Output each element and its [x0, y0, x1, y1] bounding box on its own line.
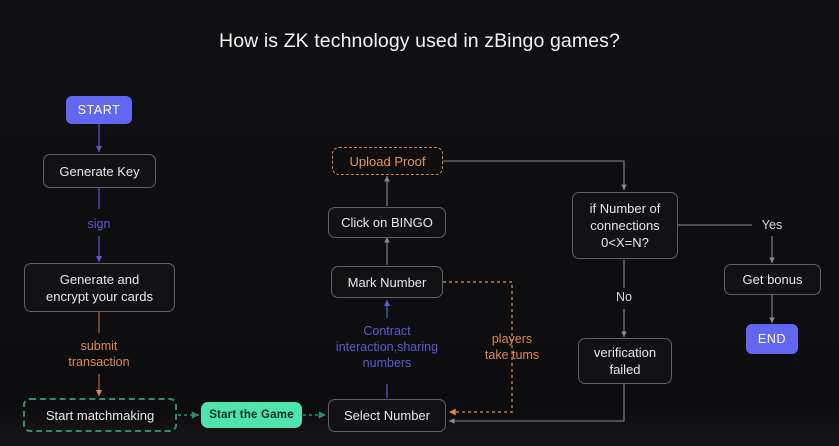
- edge-label-contract-interaction: Contract interaction,sharing numbers: [335, 324, 439, 370]
- node-start[interactable]: START: [66, 96, 132, 124]
- node-end[interactable]: END: [746, 324, 798, 354]
- node-verification-failed[interactable]: verification failed: [578, 338, 672, 384]
- node-get-bonus[interactable]: Get bonus: [724, 264, 821, 295]
- node-generate-key[interactable]: Generate Key: [43, 154, 156, 188]
- edge-mark-number-to-select-number-loop: [443, 281, 513, 416]
- edge-label-sign: sign: [87, 217, 111, 231]
- node-click-on-bingo[interactable]: Click on BINGO: [328, 207, 446, 238]
- node-mark-number[interactable]: Mark Number: [331, 266, 443, 298]
- edge-label-players-take-turns: players take tums: [484, 332, 540, 362]
- edge-label-no: No: [616, 290, 632, 304]
- edge-upload-proof-to-decision: [443, 160, 627, 191]
- edge-verification-failed-to-select-number: [448, 384, 625, 424]
- node-start-matchmaking[interactable]: Start matchmaking: [23, 398, 177, 432]
- node-generate-encrypt-cards[interactable]: Generate and encrypt your cards: [24, 263, 175, 312]
- node-upload-proof[interactable]: Upload Proof: [332, 147, 443, 175]
- edge-label-submit-transaction: submit transaction: [68, 339, 130, 369]
- node-start-the-game[interactable]: Start the Game: [201, 402, 302, 428]
- node-decision-connections[interactable]: if Number of connections 0<X=N?: [572, 192, 678, 259]
- node-select-number[interactable]: Select Number: [328, 399, 446, 432]
- page-title: How is ZK technology used in zBingo game…: [219, 30, 620, 52]
- edge-label-yes: Yes: [761, 218, 783, 232]
